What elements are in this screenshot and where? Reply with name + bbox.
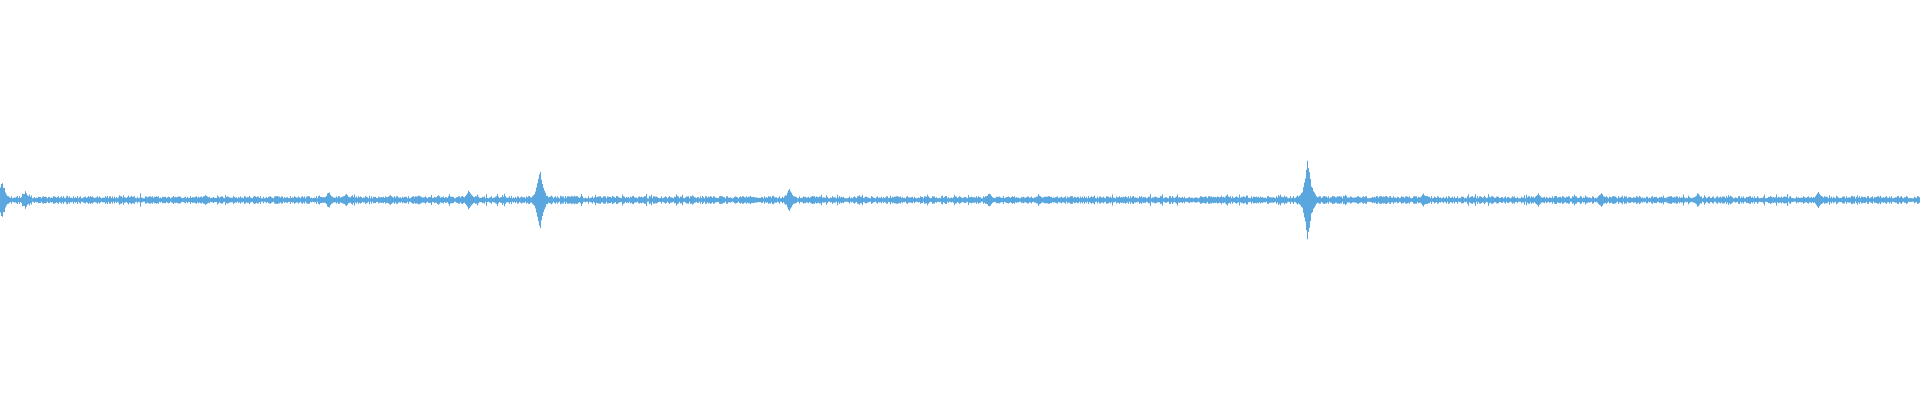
waveform-bars	[0, 160, 1920, 240]
